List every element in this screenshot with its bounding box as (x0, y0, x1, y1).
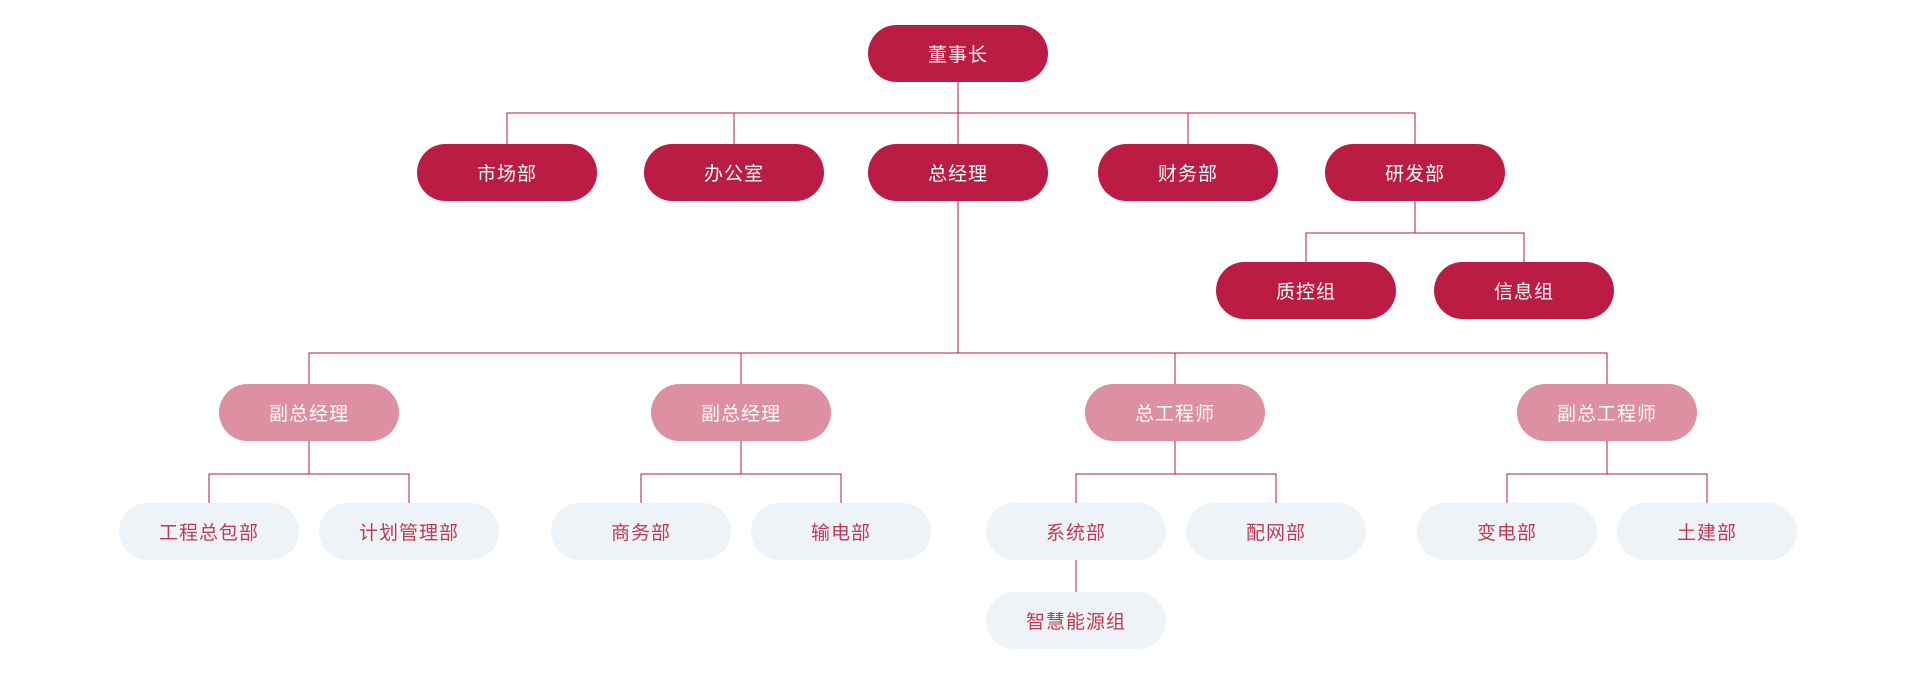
org-node-deputy-gm-2[interactable]: 副总经理 (651, 384, 831, 441)
edge-rnd-children (1305, 201, 1525, 262)
edge-deputy-chief-engineer-children (1506, 441, 1708, 503)
org-node-substation-dept[interactable]: 变电部 (1417, 503, 1597, 560)
org-node-system-dept[interactable]: 系统部 (986, 503, 1166, 560)
org-node-quality-control-group[interactable]: 质控组 (1216, 262, 1396, 319)
org-node-civil-dept[interactable]: 土建部 (1617, 503, 1797, 560)
org-node-deputy-gm-1[interactable]: 副总经理 (219, 384, 399, 441)
org-node-transmission-dept[interactable]: 输电部 (751, 503, 931, 560)
org-node-smart-energy-group[interactable]: 智慧能源组 (986, 592, 1166, 649)
org-node-office[interactable]: 办公室 (644, 144, 824, 201)
org-node-chief-engineer[interactable]: 总工程师 (1085, 384, 1265, 441)
org-node-finance-dept[interactable]: 财务部 (1098, 144, 1278, 201)
org-node-general-manager[interactable]: 总经理 (868, 144, 1048, 201)
edge-chairman-children (506, 82, 1416, 144)
org-node-planning-dept[interactable]: 计划管理部 (319, 503, 499, 560)
org-node-deputy-chief-engineer[interactable]: 副总工程师 (1517, 384, 1697, 441)
org-node-chairman[interactable]: 董事长 (868, 25, 1048, 82)
org-node-epc-dept[interactable]: 工程总包部 (119, 503, 299, 560)
edge-deputy-gm-1-children (208, 441, 410, 503)
edge-deputy-gm-2-children (640, 441, 842, 503)
org-node-information-group[interactable]: 信息组 (1434, 262, 1614, 319)
org-node-marketing-dept[interactable]: 市场部 (417, 144, 597, 201)
org-node-rnd-dept[interactable]: 研发部 (1325, 144, 1505, 201)
org-node-commerce-dept[interactable]: 商务部 (551, 503, 731, 560)
org-node-distribution-dept[interactable]: 配网部 (1186, 503, 1366, 560)
edge-gm-children (308, 201, 1608, 384)
